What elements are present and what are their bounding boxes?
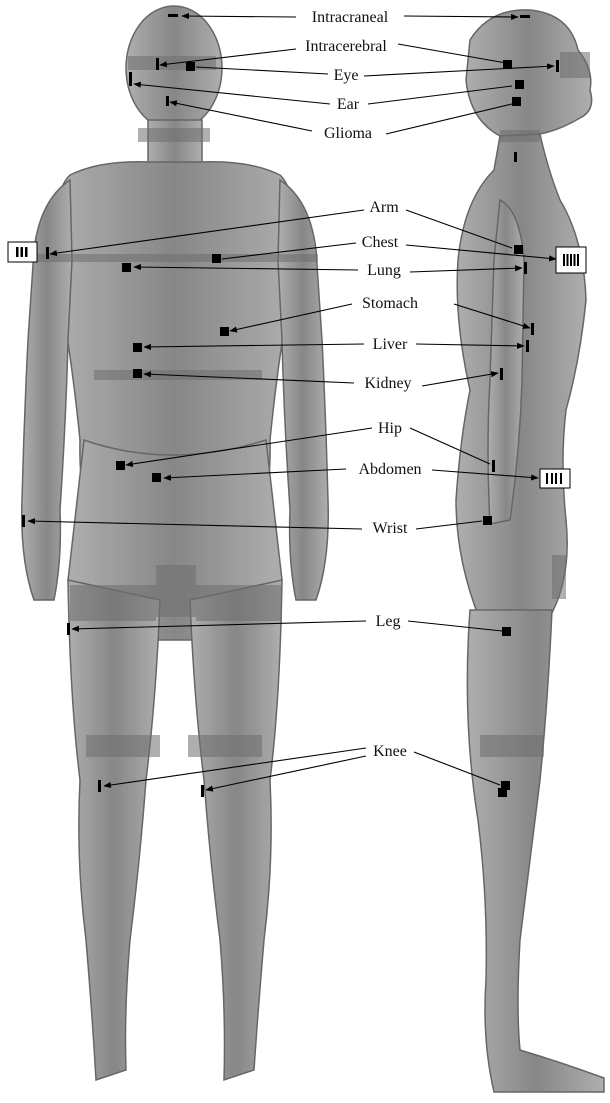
label-ear: Ear (337, 96, 360, 113)
marker-arm-front (46, 247, 49, 259)
front-neck (148, 120, 202, 168)
marker-intracerebral-front (156, 58, 159, 70)
label-hip: Hip (378, 420, 402, 437)
marker-eye-front (186, 62, 195, 71)
marker-hip-front (116, 461, 125, 470)
marker-chest-front (212, 254, 221, 263)
front-view-body (22, 6, 329, 1080)
label-stomach: Stomach (362, 295, 418, 312)
front-right-arm (278, 180, 328, 600)
front-band-pelvis (156, 565, 196, 617)
front-band-leftknee (86, 735, 160, 757)
marker-glioma-side (512, 97, 521, 106)
front-band-chest (30, 254, 318, 262)
front-band-neck (138, 128, 210, 142)
marker-knee-side-b (498, 788, 507, 797)
marker-wrist-side (483, 516, 492, 525)
label-liver: Liver (373, 336, 408, 353)
front-band-rightknee (188, 735, 262, 757)
marker-glioma-front (166, 96, 169, 106)
marker-leg-front (67, 623, 70, 635)
marker-kidney-front (133, 369, 142, 378)
label-arm: Arm (369, 199, 399, 216)
marker-ear-side (515, 80, 524, 89)
front-right-leg (190, 580, 282, 1080)
boxed-marker-chest-side (556, 247, 586, 273)
marker-side-neck (514, 152, 517, 162)
boxed-marker-arm-front (8, 242, 37, 262)
label-abdomen: Abdomen (358, 461, 421, 478)
label-intracerebral: Intracerebral (305, 38, 387, 55)
label-kidney: Kidney (364, 375, 411, 392)
marker-wrist-front (22, 515, 25, 527)
marker-intracerebral-side (503, 60, 512, 69)
front-band-leftleg (70, 585, 156, 621)
side-band-neck (500, 130, 540, 142)
marker-stomach-side (531, 323, 534, 335)
marker-ear-front (129, 72, 132, 86)
boxed-marker-abdomen-side (540, 469, 570, 488)
side-band-hip (552, 555, 566, 599)
marker-kidney-side (500, 368, 503, 380)
marker-stomach-front (220, 327, 229, 336)
marker-intracraneal-front (168, 14, 178, 17)
front-left-leg (68, 580, 160, 1080)
marker-leg-side (502, 627, 511, 636)
marker-lung-front (122, 263, 131, 272)
label-knee: Knee (373, 743, 407, 760)
front-band-rightleg (196, 585, 282, 621)
marker-knee-front-left (98, 780, 101, 792)
label-wrist: Wrist (373, 520, 408, 537)
label-intracraneal: Intracraneal (312, 9, 389, 26)
label-chest: Chest (362, 234, 399, 251)
side-leg (467, 610, 604, 1092)
side-band-knee (480, 735, 544, 757)
label-leg: Leg (376, 613, 401, 630)
marker-liver-front (133, 343, 142, 352)
label-eye: Eye (334, 67, 359, 84)
marker-liver-side (526, 340, 529, 352)
side-band-head (560, 52, 590, 78)
label-lung: Lung (367, 262, 401, 279)
marker-knee-front-right (201, 785, 204, 797)
label-glioma: Glioma (324, 125, 372, 142)
marker-hip-side (492, 460, 495, 472)
marker-abdomen-front (152, 473, 161, 482)
marker-eye-side (556, 60, 559, 72)
side-view-body (456, 10, 604, 1092)
marker-lung-side (524, 262, 527, 274)
marker-intracraneal-side (520, 15, 530, 18)
marker-arm-side (514, 245, 523, 254)
